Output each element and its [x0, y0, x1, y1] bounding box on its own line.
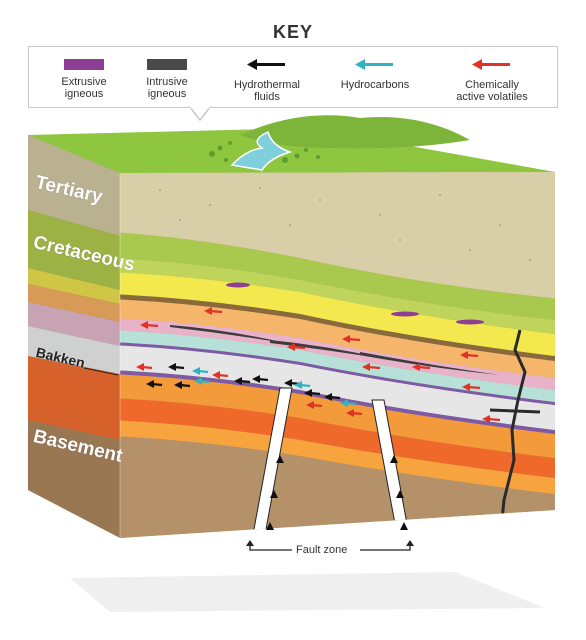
legend-label: active volatiles: [456, 91, 528, 103]
legend-item-hydrothermal-fluids: Hydrothermal fluids: [219, 59, 315, 103]
key-pointer-mask: [190, 105, 210, 108]
flow-arrows: [136, 307, 501, 530]
legend: Extrusive igneous Intrusive igneous Hydr…: [28, 46, 558, 108]
teal-arrow-icon: [355, 59, 393, 70]
legend-item-extrusive-igneous: Extrusive igneous: [49, 59, 119, 100]
ground-shadow: [70, 572, 545, 612]
legend-label: Extrusive: [61, 76, 107, 88]
dike-branch: [489, 408, 541, 414]
legend-label: Hydrocarbons: [340, 79, 410, 91]
fault-bracket-arrow-right: [406, 540, 414, 546]
bakken-leader-line: [83, 367, 119, 376]
tertiary-layer: [120, 172, 555, 300]
red-arrow-icon: [472, 59, 510, 70]
river: [230, 130, 293, 171]
vertical-dike: [498, 329, 527, 538]
extrusive-igneous-lenses: [226, 282, 484, 325]
intrusive-igneous-sills: [170, 325, 500, 375]
vegetation: [209, 141, 320, 163]
extrusive-igneous-swatch: [64, 59, 104, 70]
fault-bracket-arrow-left: [246, 540, 254, 546]
fault-zone: [251, 387, 411, 538]
front-face: [120, 172, 555, 538]
key-pointer: [188, 106, 212, 122]
legend-item-hydrocarbons: Hydrocarbons: [329, 59, 421, 91]
side-face: [28, 135, 120, 538]
legend-label: Hydrothermal: [233, 79, 301, 91]
legend-label: fluids: [254, 91, 280, 103]
black-arrow-icon: [247, 59, 285, 70]
legend-label: Chemically: [465, 79, 519, 91]
legend-label: igneous: [64, 88, 104, 100]
legend-label: igneous: [147, 88, 187, 100]
legend-label: Intrusive: [146, 76, 188, 88]
hill: [240, 115, 470, 149]
intrusive-igneous-swatch: [147, 59, 187, 70]
top-surface: [28, 128, 555, 173]
legend-item-intrusive-igneous: Intrusive igneous: [137, 59, 197, 100]
fault-zone-label: Fault zone: [296, 544, 348, 556]
key-title: KEY: [272, 22, 313, 42]
legend-item-chemically-active-volatiles: Chemically active volatiles: [439, 59, 545, 103]
